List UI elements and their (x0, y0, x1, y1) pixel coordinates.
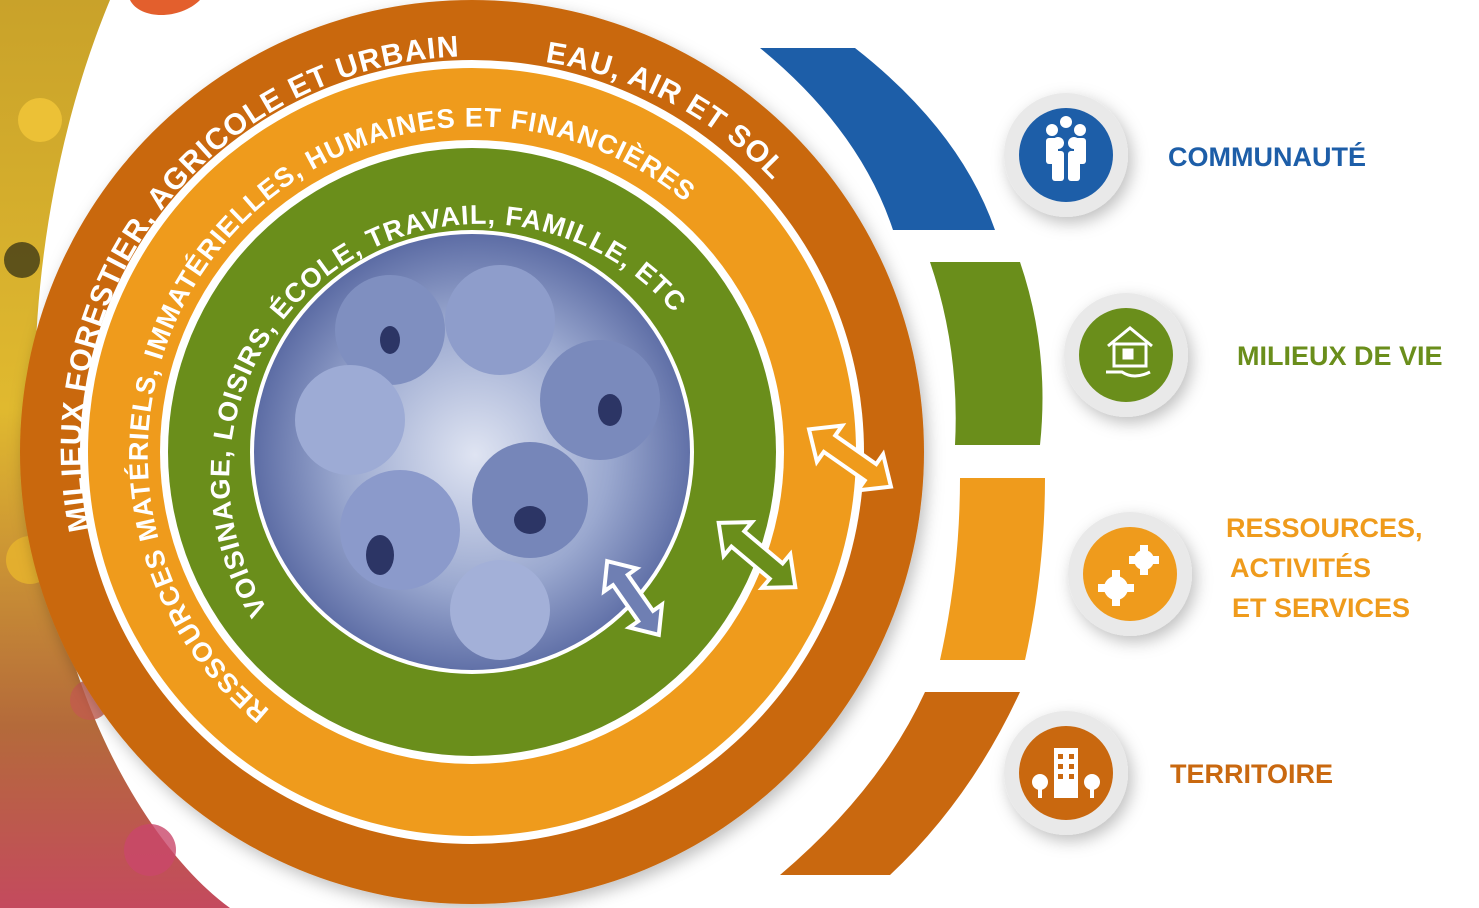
arc-segment-green (930, 262, 1043, 445)
double-arrow-outer (806, 423, 894, 493)
arc-segment-dark-orange (780, 692, 1020, 875)
people-group-icon (1046, 116, 1086, 181)
legend-label-ressources-3: ET SERVICES (1232, 593, 1410, 623)
legend-label-milieux-de-vie: MILIEUX DE VIE (1237, 341, 1443, 371)
right-arc-segments (760, 48, 1045, 875)
double-arrows (601, 423, 894, 638)
legend: COMMUNAUTÉ MILIEUX DE VIE (1004, 93, 1443, 835)
double-arrow-inner (601, 558, 665, 638)
arc-segment-blue (760, 48, 995, 230)
city-building-icon (1032, 748, 1100, 798)
legend-item-milieux-de-vie: MILIEUX DE VIE (1064, 293, 1443, 417)
legend-label-ressources-2: ACTIVITÉS (1230, 552, 1371, 583)
legend-label-territoire: TERRITOIRE (1170, 759, 1333, 789)
legend-label-communaute: COMMUNAUTÉ (1168, 141, 1366, 172)
family-photo (254, 234, 690, 670)
double-arrow-middle (716, 519, 798, 591)
legend-item-ressources: RESSOURCES, ACTIVITÉS ET SERVICES (1068, 512, 1423, 636)
legend-label-ressources-1: RESSOURCES, (1226, 513, 1423, 543)
house-in-hand-icon (1106, 326, 1153, 378)
arc-segment-light-orange (940, 478, 1045, 660)
legend-item-territoire: TERRITOIRE (1004, 711, 1333, 835)
gears-icon (1098, 545, 1159, 606)
legend-item-communaute: COMMUNAUTÉ (1004, 93, 1366, 217)
